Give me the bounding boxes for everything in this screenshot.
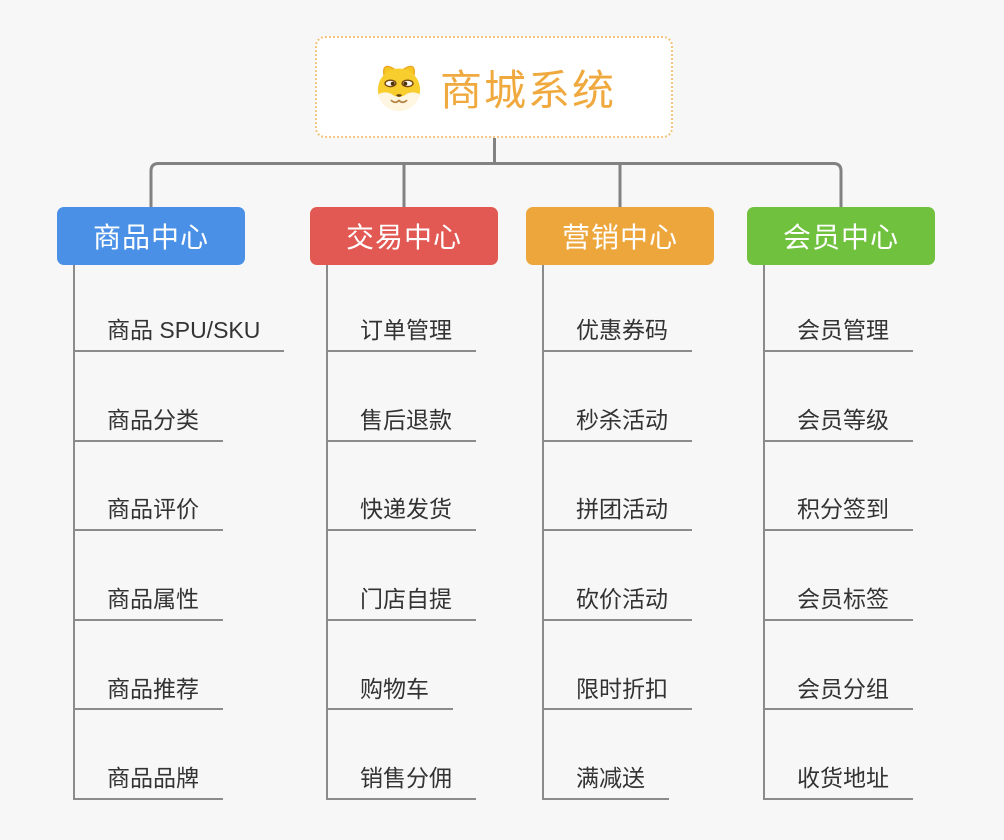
sub-node[interactable]: 积分签到: [765, 442, 913, 532]
sub-node-label: 售后退款: [360, 406, 452, 433]
branch-items-member-center: 会员管理 会员等级 积分签到 会员标签 会员分组 收货地址: [763, 265, 913, 800]
sub-node-label: 销售分佣: [360, 765, 452, 792]
sub-node[interactable]: 砍价活动: [544, 531, 692, 621]
sub-node-label: 砍价活动: [576, 586, 668, 613]
sub-node[interactable]: 会员标签: [765, 531, 913, 621]
sub-node-label: 满减送: [576, 765, 645, 792]
sub-node-label: 快递发货: [360, 496, 452, 523]
sub-node[interactable]: 满减送: [544, 710, 669, 800]
sub-node-label: 商品属性: [107, 586, 199, 613]
sub-node[interactable]: 购物车: [328, 621, 453, 711]
branch-node-trade-center[interactable]: 交易中心: [310, 207, 498, 265]
sub-node[interactable]: 售后退款: [328, 352, 476, 442]
sub-node-label: 会员管理: [797, 317, 889, 344]
sub-node-label: 积分签到: [797, 496, 889, 523]
branch-items-trade-center: 订单管理 售后退款 快递发货 门店自提 购物车 销售分佣: [326, 265, 476, 800]
sub-node[interactable]: 商品品牌: [75, 710, 223, 800]
sub-node[interactable]: 秒杀活动: [544, 352, 692, 442]
sub-node[interactable]: 商品 SPU/SKU: [75, 265, 285, 352]
sub-node-label: 优惠券码: [576, 317, 668, 344]
sub-node[interactable]: 门店自提: [328, 531, 476, 621]
sub-node-label: 订单管理: [360, 317, 452, 344]
sub-node[interactable]: 限时折扣: [544, 621, 692, 711]
sub-node-label: 收货地址: [797, 765, 889, 792]
sub-node-label: 商品品牌: [107, 765, 199, 792]
sub-node[interactable]: 快递发货: [328, 442, 476, 532]
dog-face-icon: [377, 65, 421, 112]
sub-node-label: 会员等级: [797, 406, 889, 433]
sub-node[interactable]: 会员分组: [765, 621, 913, 711]
sub-node[interactable]: 会员等级: [765, 352, 913, 442]
branch-node-product-center[interactable]: 商品中心: [57, 207, 245, 265]
sub-node-label: 门店自提: [360, 586, 452, 613]
sub-node-label: 商品分类: [107, 406, 199, 433]
sub-node[interactable]: 销售分佣: [328, 710, 476, 800]
sub-node-label: 购物车: [360, 675, 429, 702]
sub-node[interactable]: 拼团活动: [544, 442, 692, 532]
sub-node-label: 会员标签: [797, 586, 889, 613]
sub-node-label: 商品 SPU/SKU: [107, 317, 261, 344]
root-node[interactable]: 商城系统: [315, 36, 673, 138]
sub-node[interactable]: 商品属性: [75, 531, 223, 621]
branch-node-marketing-center[interactable]: 营销中心: [526, 207, 714, 265]
sub-node-label: 商品评价: [107, 496, 199, 523]
sub-node[interactable]: 收货地址: [765, 710, 913, 800]
sub-node-label: 限时折扣: [576, 675, 668, 702]
sub-node[interactable]: 会员管理: [765, 265, 913, 352]
sub-node[interactable]: 商品推荐: [75, 621, 223, 711]
sub-node[interactable]: 订单管理: [328, 265, 476, 352]
sub-node-label: 秒杀活动: [576, 406, 668, 433]
branch-items-marketing-center: 优惠券码 秒杀活动 拼团活动 砍价活动 限时折扣 满减送: [542, 265, 692, 800]
sub-node-label: 商品推荐: [107, 675, 199, 702]
branch-items-product-center: 商品 SPU/SKU 商品分类 商品评价 商品属性 商品推荐 商品品牌: [73, 265, 285, 800]
root-title: 商城系统: [439, 66, 616, 114]
sub-node-label: 会员分组: [797, 675, 889, 702]
branch-rail-line: [149, 162, 843, 207]
sub-node[interactable]: 商品评价: [75, 442, 223, 532]
sub-node[interactable]: 商品分类: [75, 352, 223, 442]
branch-node-member-center[interactable]: 会员中心: [747, 207, 935, 265]
sub-node[interactable]: 优惠券码: [544, 265, 692, 352]
sub-node-label: 拼团活动: [576, 496, 668, 523]
